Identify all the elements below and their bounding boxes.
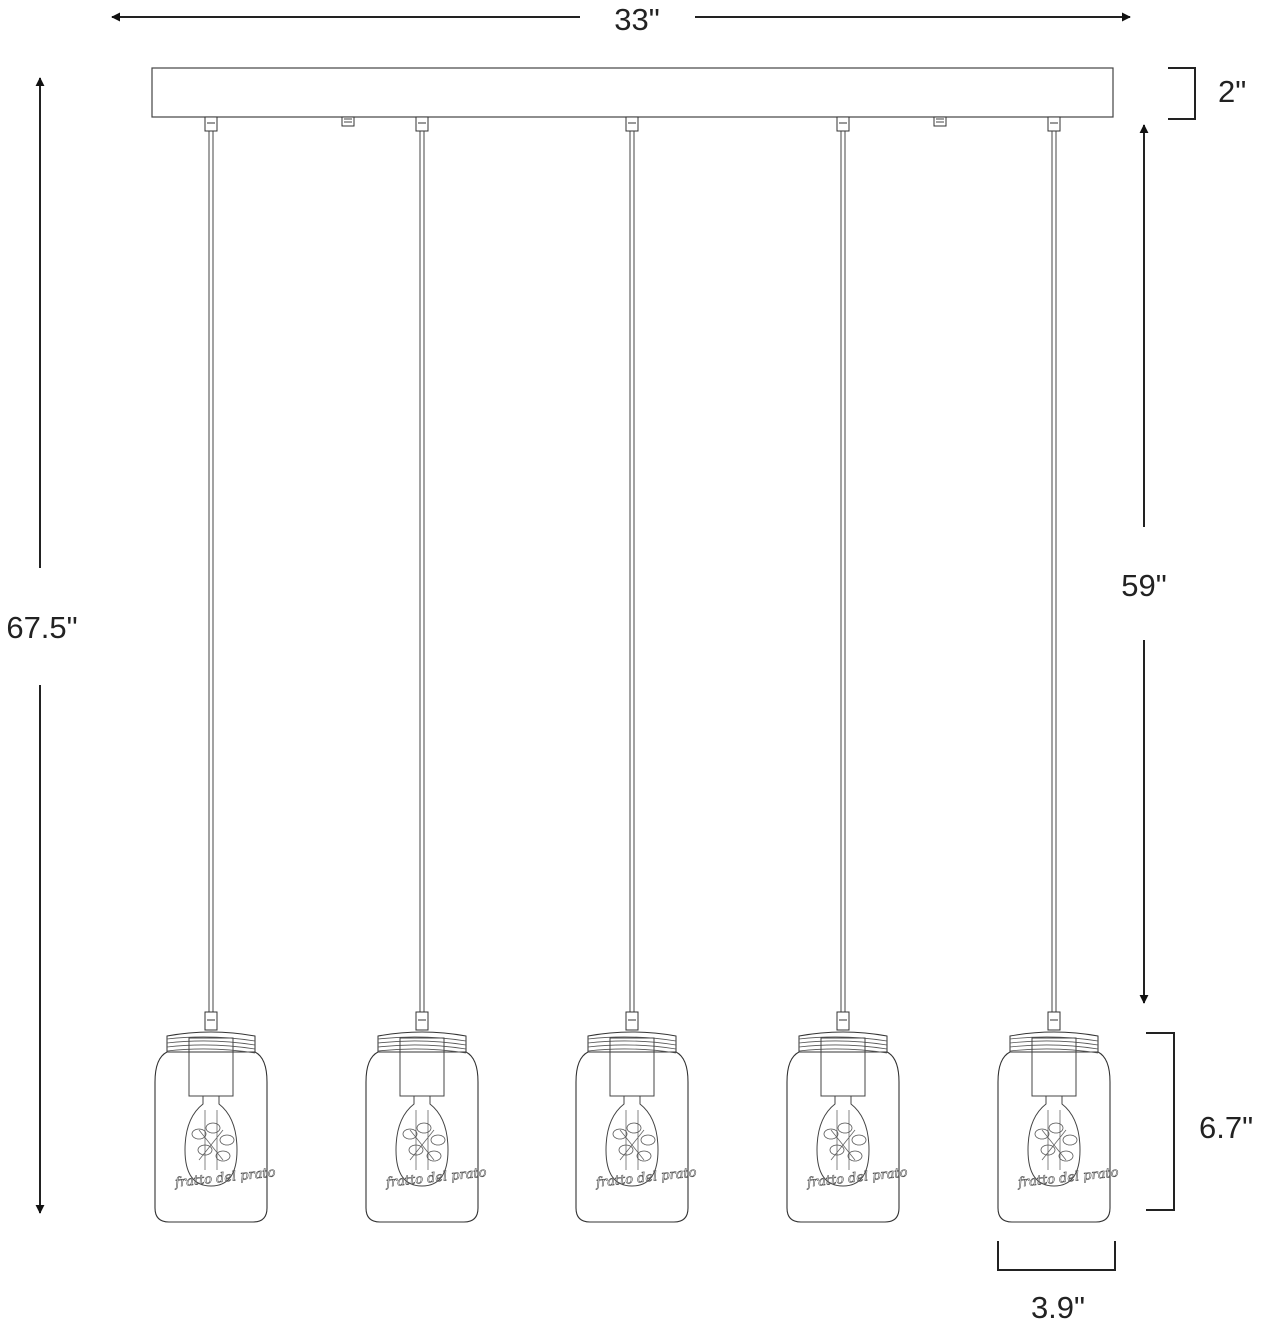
flower-petal — [640, 1134, 656, 1146]
bulb-filament — [1041, 1110, 1067, 1170]
jar-logo: fratto del prato — [594, 1165, 697, 1191]
cord-mount — [204, 116, 218, 132]
overall-height-label: 67.5" — [6, 610, 77, 645]
flower-petal — [197, 1144, 213, 1156]
cord-length-dimension: 59" — [1121, 124, 1167, 1004]
flower-petal — [636, 1150, 652, 1162]
flower-petal — [823, 1128, 839, 1140]
pendant-2: fratto del prato — [365, 116, 488, 1223]
overall-height-dimension: 67.5" — [6, 77, 78, 1214]
flower-petal — [215, 1150, 231, 1162]
flower-petal — [837, 1122, 853, 1134]
cord-grip — [1047, 1011, 1061, 1031]
cord-mount — [836, 116, 850, 132]
jar-logo: fratto del prato — [173, 1165, 276, 1191]
cord-length-label: 59" — [1121, 568, 1167, 603]
pendant-3: fratto del prato — [575, 116, 698, 1223]
pendant-4: fratto del prato — [786, 116, 909, 1223]
shade-height-label: 6.7" — [1199, 1110, 1253, 1145]
bulb-filament — [409, 1110, 435, 1170]
cord-mount — [415, 116, 429, 132]
jar-body — [786, 1051, 900, 1223]
jar-logo: fratto del prato — [1016, 1165, 1119, 1191]
flower-petal — [1034, 1128, 1050, 1140]
shade-width-label: 3.9" — [1031, 1290, 1085, 1324]
jar-body — [154, 1051, 268, 1223]
cord-grip — [415, 1011, 429, 1031]
jar-body — [575, 1051, 689, 1223]
jar-body — [997, 1051, 1111, 1223]
flower-petal — [191, 1128, 207, 1140]
shade-height-dimension: 6.7" — [1146, 1032, 1253, 1211]
flower-petal — [408, 1144, 424, 1156]
canopy-height-dimension: 2" — [1168, 67, 1246, 120]
cord-grip — [204, 1011, 218, 1031]
flower-petal — [205, 1122, 221, 1134]
flower-petal — [829, 1144, 845, 1156]
edison-bulb — [184, 1095, 238, 1187]
pendants-group: fratto del prato fratto del prato fratto d… — [154, 116, 1120, 1223]
flower-petal — [1058, 1150, 1074, 1162]
flower-petal — [618, 1144, 634, 1156]
shade-width-dimension: 3.9" — [997, 1241, 1116, 1324]
flower-petal — [626, 1122, 642, 1134]
flower-petal — [430, 1134, 446, 1146]
cord-mount — [625, 116, 639, 132]
jar-logo: fratto del prato — [805, 1165, 908, 1191]
pendant-5: fratto del prato — [997, 116, 1120, 1223]
flower-petal — [851, 1134, 867, 1146]
flower-petal — [426, 1150, 442, 1162]
bulb-filament — [619, 1110, 645, 1170]
flower-petal — [1062, 1134, 1078, 1146]
width-dimension: 33" — [111, 2, 1131, 37]
edison-bulb — [395, 1095, 449, 1187]
flower-petal — [612, 1128, 628, 1140]
canopy-bar — [151, 67, 1114, 118]
flower-petal — [219, 1134, 235, 1146]
canopy-screws — [341, 116, 947, 127]
jar-logo: fratto del prato — [384, 1165, 487, 1191]
flower-petal — [1048, 1122, 1064, 1134]
flower-petal — [416, 1122, 432, 1134]
cord-mount — [1047, 116, 1061, 132]
flower-petal — [847, 1150, 863, 1162]
edison-bulb — [1027, 1095, 1081, 1187]
cord-grip — [625, 1011, 639, 1031]
flower-petal — [1040, 1144, 1056, 1156]
edison-bulb — [605, 1095, 659, 1187]
canopy-height-label: 2" — [1218, 74, 1246, 109]
edison-bulb — [816, 1095, 870, 1187]
width-label: 33" — [614, 2, 660, 37]
flower-petal — [402, 1128, 418, 1140]
bulb-filament — [830, 1110, 856, 1170]
bulb-filament — [198, 1110, 224, 1170]
jar-body — [365, 1051, 479, 1223]
pendant-1: fratto del prato — [154, 116, 277, 1223]
cord-grip — [836, 1011, 850, 1031]
